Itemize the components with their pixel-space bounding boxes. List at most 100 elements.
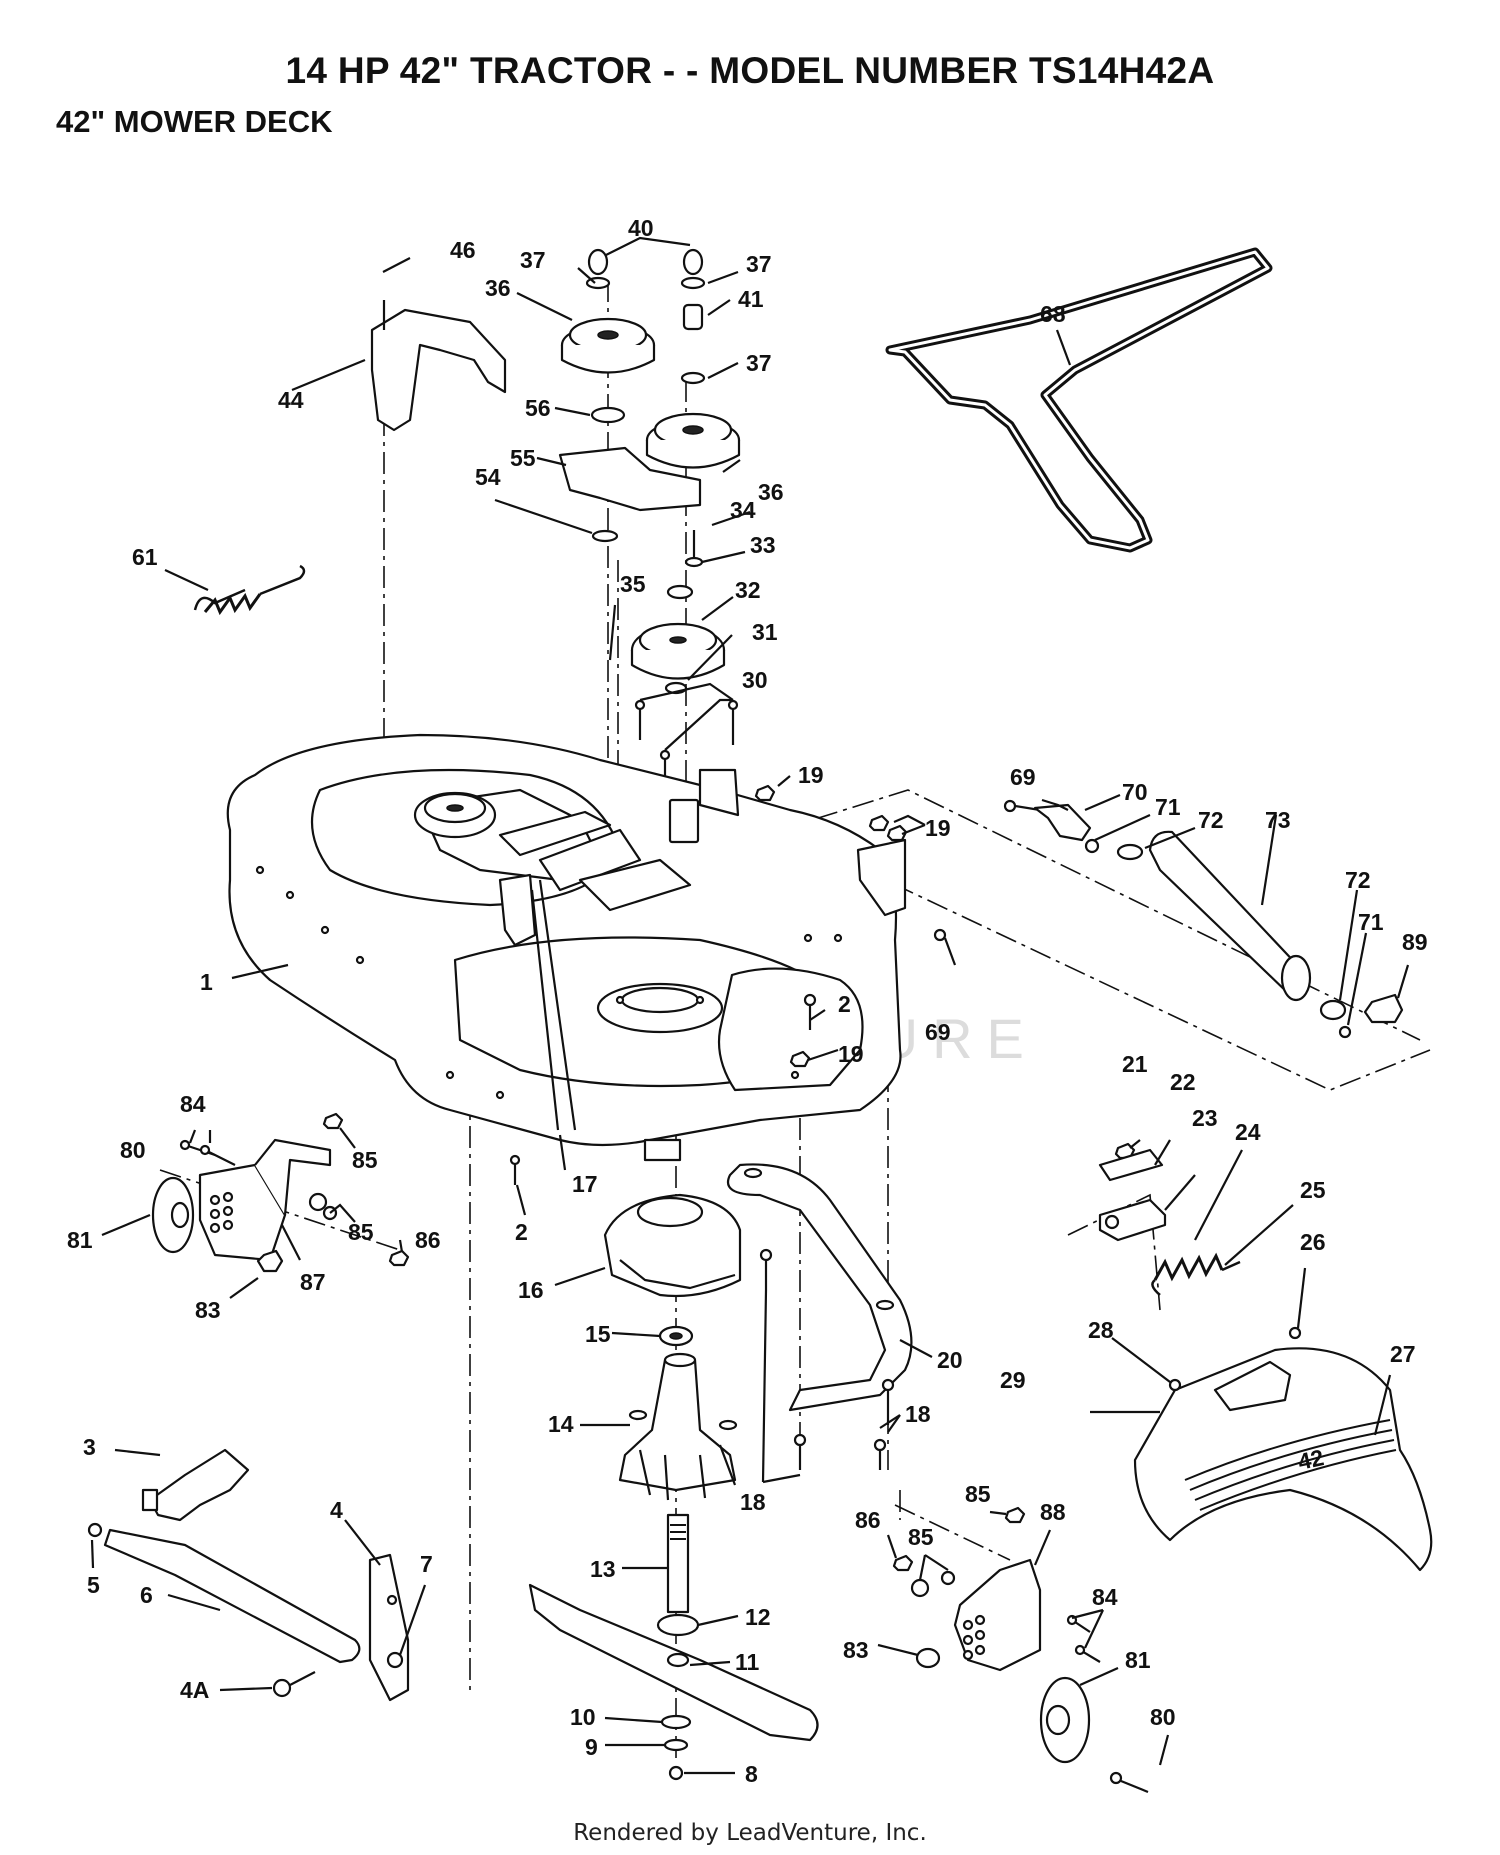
label-part-9: 9: [585, 1734, 598, 1760]
label-part-4: 4: [330, 1497, 343, 1523]
label-part-2: 2: [838, 991, 851, 1017]
label-part-31: 31: [752, 619, 778, 645]
leader-lines: [90, 236, 1410, 1775]
label-part-29: 29: [1000, 1367, 1026, 1393]
label-part-16: 16: [518, 1277, 544, 1303]
label-part-55: 55: [510, 445, 536, 471]
label-part-86: 86: [415, 1227, 441, 1253]
label-part-89: 89: [1402, 929, 1428, 955]
label-part-19: 19: [838, 1041, 864, 1067]
label-part-80: 80: [1150, 1704, 1176, 1730]
label-part-4a: 4A: [180, 1677, 209, 1703]
belt-guard-44: [370, 300, 507, 432]
mower-deck-1: [226, 733, 907, 1162]
label-part-40: 40: [628, 215, 654, 241]
label-part-11: 11: [735, 1649, 760, 1675]
label-part-20: 20: [937, 1347, 963, 1373]
label-part-37: 37: [746, 350, 772, 376]
label-part-44: 44: [278, 387, 304, 413]
label-part-85: 85: [908, 1524, 934, 1550]
label-part-85: 85: [348, 1219, 374, 1245]
label-part-69: 69: [1010, 764, 1036, 790]
label-part-83: 83: [843, 1637, 869, 1663]
label-part-28: 28: [1088, 1317, 1114, 1343]
label-part-14: 14: [548, 1411, 574, 1437]
label-part-18: 18: [740, 1489, 766, 1515]
label-part-30: 30: [742, 667, 768, 693]
label-part-10: 10: [570, 1704, 596, 1730]
label-part-32: 32: [735, 577, 761, 603]
label-part-15: 15: [585, 1321, 611, 1347]
label-part-25: 25: [1300, 1177, 1326, 1203]
label-part-5: 5: [87, 1572, 100, 1598]
render-credit-footer: Rendered by LeadVenture, Inc.: [573, 1820, 927, 1846]
label-part-84: 84: [180, 1091, 206, 1117]
diagram-title: 14 HP 42" TRACTOR - - MODEL NUMBER TS14H…: [285, 50, 1215, 91]
label-part-36: 36: [758, 479, 784, 505]
front-hanger-assembly: [87, 1448, 410, 1702]
label-part-19: 19: [925, 815, 951, 841]
label-part-18: 18: [905, 1401, 931, 1427]
diagram-subtitle: 42" MOWER DECK: [56, 104, 333, 139]
label-part-70: 70: [1122, 779, 1148, 805]
hardware-17-2-19: [509, 784, 908, 1185]
chute-brace-20: [727, 1163, 913, 1470]
label-part-72: 72: [1345, 867, 1371, 893]
label-part-19: 19: [798, 762, 824, 788]
part-labels: 46 44 40 37 37 37 36 41 56 55 36 54 34 3…: [67, 215, 1428, 1787]
label-part-61: 61: [132, 544, 158, 570]
label-part-87: 87: [300, 1269, 326, 1295]
label-part-83: 83: [195, 1297, 221, 1323]
label-part-26: 26: [1300, 1229, 1326, 1255]
spring-61: [193, 564, 306, 616]
label-part-1: 1: [200, 969, 213, 995]
label-part-17: 17: [572, 1171, 598, 1197]
label-part-81: 81: [1125, 1647, 1151, 1673]
label-part-34: 34: [730, 497, 756, 523]
blade-spindle-shaft: [528, 1513, 819, 1781]
discharge-chute-27: 42: [1090, 1347, 1433, 1572]
label-part-3: 3: [83, 1434, 96, 1460]
label-part-27: 27: [1390, 1341, 1416, 1367]
label-part-12: 12: [745, 1604, 771, 1630]
chute-decal-text: 42: [1296, 1444, 1326, 1475]
label-part-80: 80: [120, 1137, 146, 1163]
left-gauge-wheel-assembly: [151, 1112, 410, 1273]
label-part-71: 71: [1155, 794, 1181, 820]
label-part-81: 81: [67, 1227, 93, 1253]
right-gauge-wheel-assembly: [892, 1506, 1149, 1794]
roller-assembly: [933, 799, 1404, 1039]
label-part-23: 23: [1192, 1105, 1218, 1131]
label-part-85: 85: [352, 1147, 378, 1173]
deck-holes: [255, 865, 843, 1100]
label-part-36: 36: [485, 275, 511, 301]
label-part-21: 21: [1122, 1051, 1148, 1077]
label-part-22: 22: [1170, 1069, 1196, 1095]
label-part-24: 24: [1235, 1119, 1261, 1145]
label-part-33: 33: [750, 532, 776, 558]
label-part-72: 72: [1198, 807, 1224, 833]
idler-pulley-assembly: [558, 248, 741, 543]
label-part-84: 84: [1092, 1584, 1118, 1610]
label-part-8: 8: [745, 1761, 758, 1787]
label-part-7: 7: [420, 1551, 433, 1577]
label-part-68: 68: [1040, 301, 1066, 327]
label-part-86: 86: [855, 1507, 881, 1533]
label-part-88: 88: [1040, 1499, 1066, 1525]
label-part-37: 37: [746, 251, 772, 277]
label-part-56: 56: [525, 395, 551, 421]
belt-68: [885, 247, 1273, 553]
spindle-assembly: [603, 1193, 742, 1501]
label-part-13: 13: [590, 1556, 616, 1582]
label-part-41: 41: [738, 286, 764, 312]
drive-pulley-assembly: [612, 530, 739, 820]
label-part-54: 54: [475, 464, 501, 490]
label-part-6: 6: [140, 1582, 153, 1608]
label-part-85: 85: [965, 1481, 991, 1507]
label-part-71: 71: [1358, 909, 1384, 935]
label-part-46: 46: [450, 237, 476, 263]
label-part-37: 37: [520, 247, 546, 273]
label-part-69: 69: [925, 1019, 951, 1045]
label-part-73: 73: [1265, 807, 1291, 833]
